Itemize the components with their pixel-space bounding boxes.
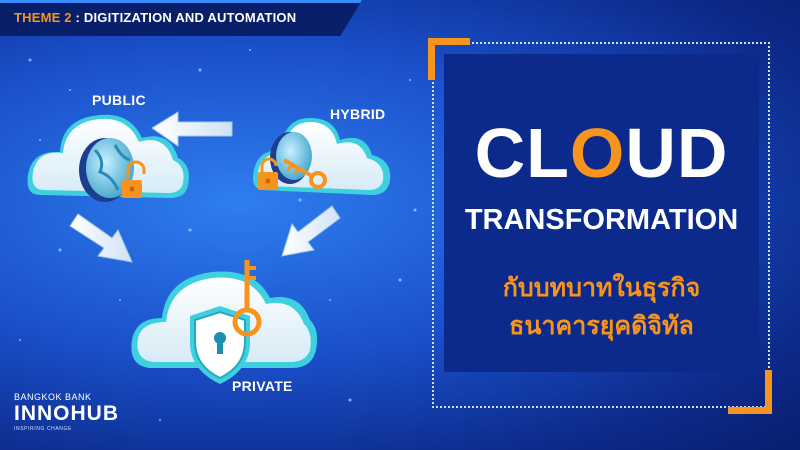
public-unlocked-padlock-icon	[122, 160, 146, 198]
shield-icon	[190, 306, 250, 384]
headline-cloud-suffix: UD	[625, 114, 729, 192]
headline-cloud-prefix: CL	[474, 114, 570, 192]
private-label: PRIVATE	[232, 378, 293, 394]
logo-bank-name: BANGKOK BANK	[14, 392, 92, 402]
hybrid-label: HYBRID	[330, 106, 386, 122]
headline-subtitle: TRANSFORMATION	[464, 204, 739, 236]
arrow-public-to-private	[69, 213, 133, 263]
theme-banner-text: THEME 2 : DIGITIZATION AND AUTOMATION	[14, 10, 297, 25]
corner-accent-bottom-right	[728, 370, 772, 414]
public-label: PUBLIC	[92, 92, 146, 108]
headline-cloud-highlight: O	[569, 114, 626, 192]
headline-cloud: CLOUD	[444, 118, 759, 188]
logo-tagline: INSPIRING CHANGE	[14, 426, 72, 432]
theme-title: DIGITIZATION AND AUTOMATION	[83, 10, 297, 25]
private-key-icon	[232, 260, 262, 337]
theme-banner	[0, 0, 362, 36]
arrow-hybrid-to-private	[281, 205, 341, 257]
innohub-logo: BANGKOK BANK INNOHUB INSPIRING CHANGE	[14, 392, 119, 432]
thai-line-2: ธนาคารยุคดิจิทัล	[509, 312, 694, 340]
theme-label: THEME 2	[14, 10, 72, 25]
thai-line-1: กับบทบาทในธุรกิจ	[502, 274, 701, 302]
hybrid-key-icon	[283, 158, 327, 189]
logo-name: INNOHUB	[14, 402, 119, 425]
corner-accent-top-left	[428, 38, 470, 80]
hybrid-cloud	[253, 118, 391, 195]
arrow-hybrid-to-public	[151, 111, 233, 147]
hybrid-unlocked-padlock-icon	[258, 157, 278, 190]
title-panel	[444, 54, 759, 372]
dotted-frame	[432, 42, 770, 408]
